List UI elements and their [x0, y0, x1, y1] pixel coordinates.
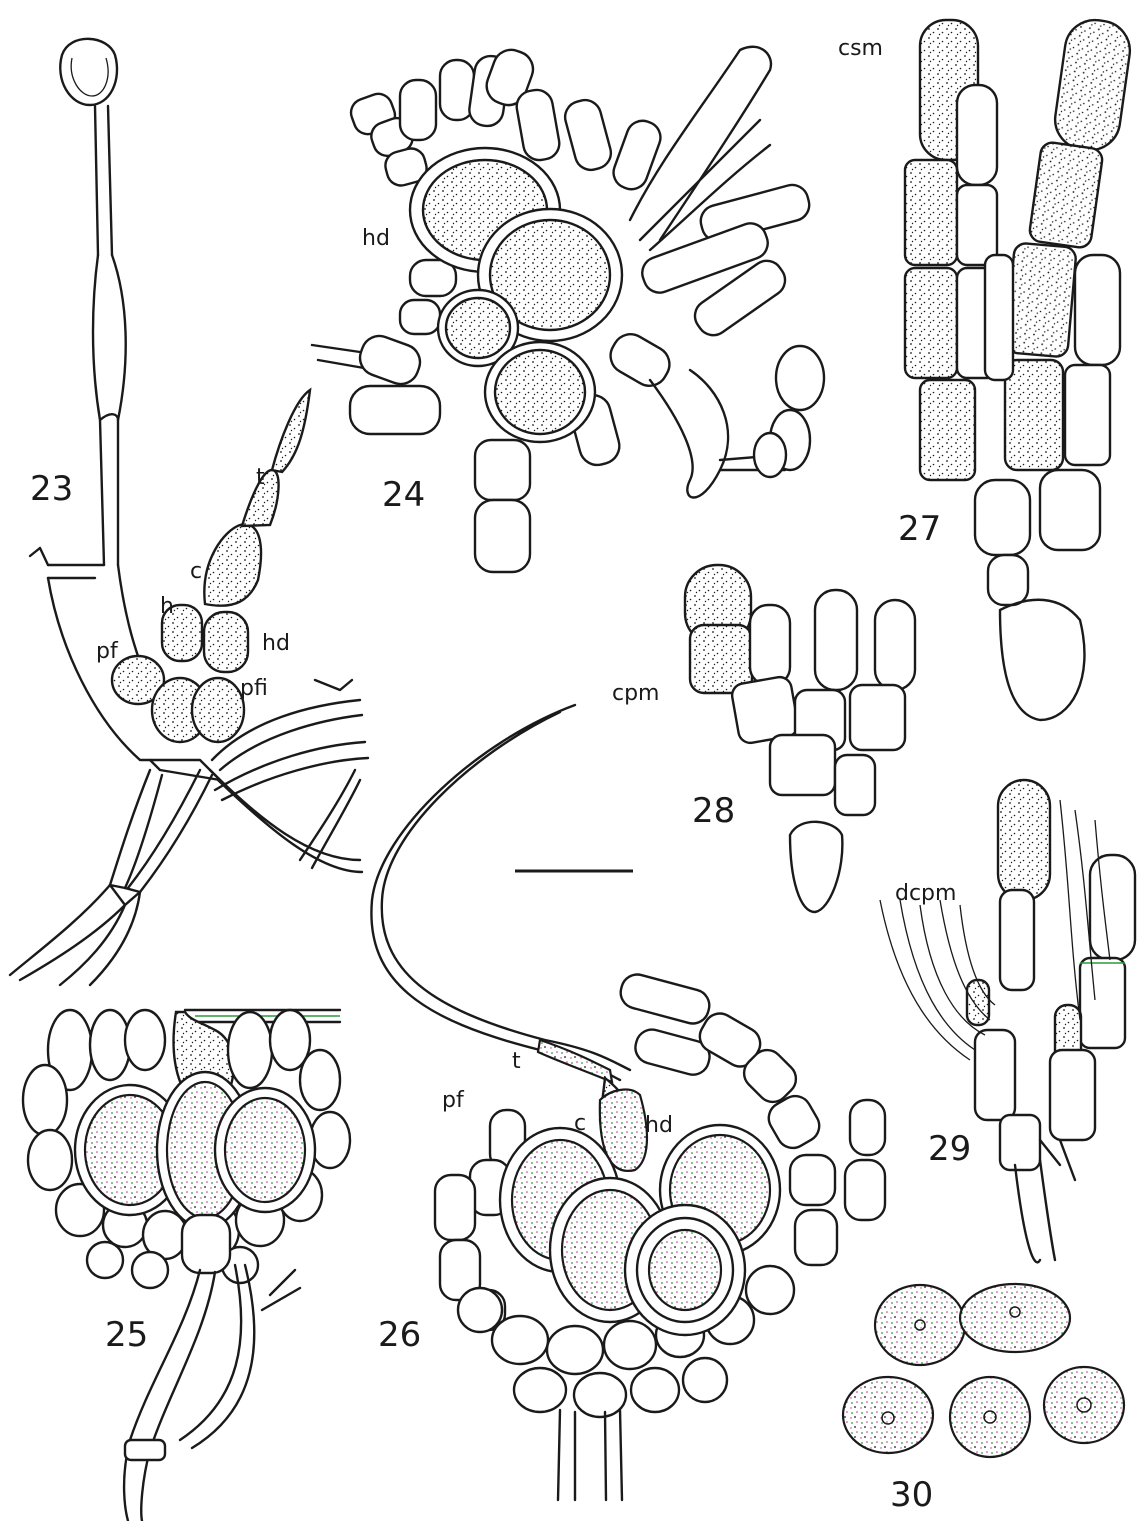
label-carpogonium: c [190, 559, 202, 584]
label-hd: hd [262, 631, 290, 656]
label-pf: pf [96, 639, 119, 664]
figure-26-drawing: 26 pf c hd t [371, 705, 885, 1500]
figure-number-29: 29 [928, 1129, 971, 1169]
label-pf-26: pf [442, 1088, 465, 1113]
figure-28-drawing: 28 cpm [612, 565, 915, 912]
figure-number-24: 24 [382, 475, 425, 515]
figure-30-drawing: 30 [843, 1284, 1124, 1515]
figure-number-30: 30 [890, 1475, 933, 1515]
label-hd-24: hd [362, 226, 390, 251]
label-cpm: cpm [612, 681, 660, 706]
label-hd-26: hd [645, 1113, 673, 1138]
label-t-26: t [512, 1049, 521, 1074]
figure-number-23: 23 [30, 469, 73, 509]
label-pfi: pfi [240, 676, 268, 701]
figure-number-25: 25 [105, 1315, 148, 1355]
figure-24-drawing: 24 hd [312, 45, 824, 572]
figure-23-drawing: 23 t c h hd pf pfi [10, 39, 368, 985]
label-csm: csm [838, 36, 883, 61]
figure-number-26: 26 [378, 1315, 421, 1355]
label-trichogyne: t [256, 465, 265, 490]
figure-number-28: 28 [692, 791, 735, 831]
figure-25-drawing: 25 [23, 1010, 350, 1521]
figure-29-drawing: 29 dcpm [880, 780, 1135, 1262]
label-dcpm: dcpm [895, 881, 956, 906]
label-c-26: c [574, 1111, 586, 1136]
label-hypogynous-cell: h [160, 594, 174, 619]
figure-number-27: 27 [898, 509, 941, 549]
